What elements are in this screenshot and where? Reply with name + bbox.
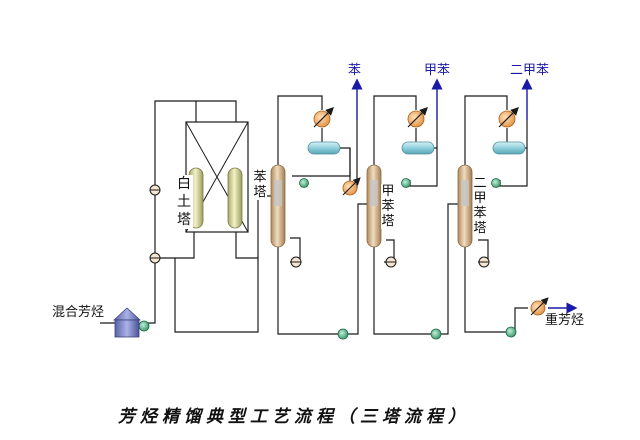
toluene-column [366, 164, 382, 248]
reflux-drum-2 [401, 141, 435, 155]
feed-tank [112, 307, 142, 338]
toluene-column-label-text: 甲苯塔 [381, 184, 395, 229]
xylene-product-label: 二甲苯 [510, 63, 550, 78]
bottoms-pump-2 [430, 328, 442, 340]
reboiler-2 [385, 256, 397, 268]
heavy-cooler [530, 297, 549, 316]
reboiler-3 [478, 256, 490, 268]
reflux-pump-3 [491, 178, 501, 188]
condenser-1 [313, 107, 334, 128]
xylene-column-label: 二甲苯塔 [473, 176, 487, 236]
heavy-aromatics-label: 重芳烃 [545, 313, 585, 328]
exchanger-feed-1 [149, 184, 161, 196]
exchanger-feed-2 [149, 252, 161, 264]
benzene-column-label: 苯塔 [253, 170, 267, 200]
reflux-pump-1 [299, 178, 309, 188]
clay-tower [185, 121, 249, 233]
feed-heater [342, 177, 361, 196]
condenser-2 [407, 107, 428, 128]
benzene-product-label: 苯 [348, 63, 362, 78]
benzene-column-label-text: 苯塔 [253, 170, 267, 200]
diagram-caption: 芳烃精馏典型工艺流程（三塔流程） [118, 407, 470, 427]
clay-tower-label-text: 白土塔 [177, 176, 191, 228]
feed-label: 混合芳烃 [52, 305, 105, 320]
clay-vessel-right [227, 167, 243, 229]
toluene-column-label: 甲苯塔 [381, 184, 395, 229]
clay-tower-label: 白土塔 [175, 175, 193, 229]
xylene-column-label-text: 二甲苯塔 [473, 176, 487, 236]
toluene-product-label: 甲苯 [424, 63, 451, 78]
heat-exchangers [313, 107, 549, 316]
condenser-3 [498, 107, 519, 128]
xylene-column [457, 164, 473, 248]
reboiler-1 [290, 256, 302, 268]
reboilers [149, 184, 490, 268]
benzene-column [270, 164, 286, 248]
bottoms-pump-3 [505, 326, 517, 338]
reflux-pump-2 [401, 178, 411, 188]
bottoms-pump-1 [337, 328, 349, 340]
feed-pump [138, 320, 150, 332]
reflux-drum-1 [307, 141, 341, 155]
product-arrows [351, 78, 578, 314]
reflux-drum-3 [492, 141, 526, 155]
